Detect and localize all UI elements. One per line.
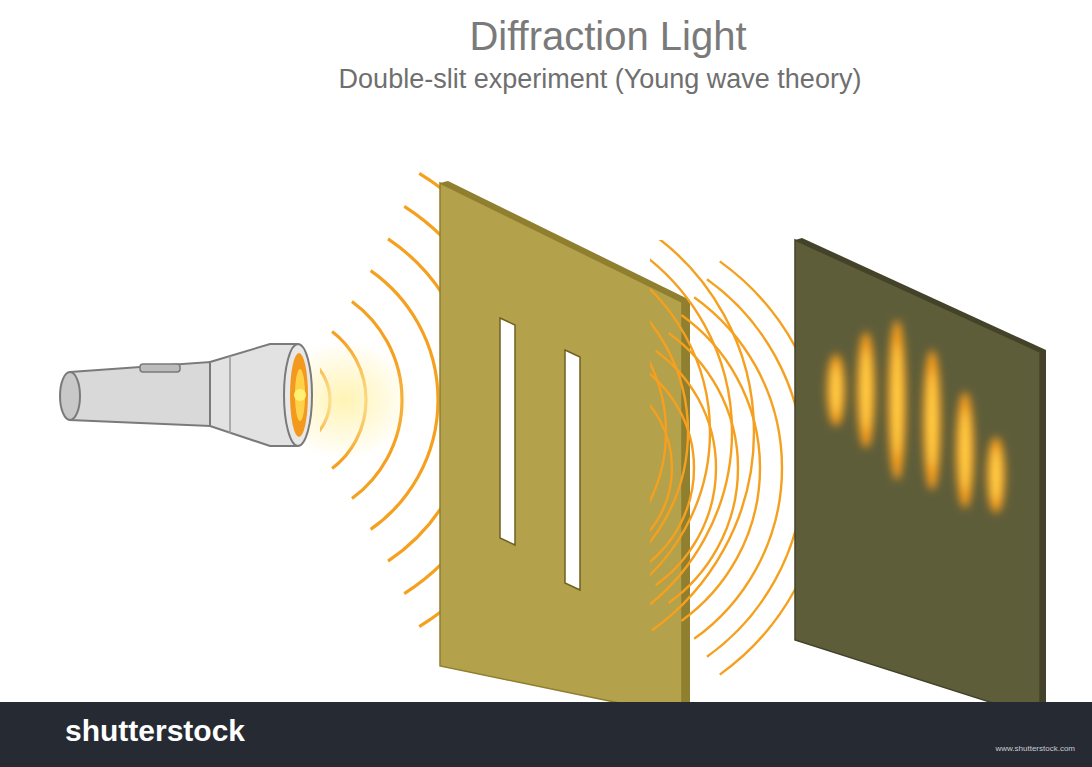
fringe [827,354,845,426]
fringe [888,320,906,480]
projection-screen [795,238,1046,718]
watermark-logo: shutterstock [65,714,245,748]
wave-front [707,279,795,656]
fringe [956,392,974,508]
title: Diffraction Light [469,14,746,59]
interference-fringes [827,320,1005,513]
wave-front [650,369,694,567]
fringe-core [862,349,870,430]
wave-front [656,351,716,585]
slit [500,318,515,545]
flashlight [60,344,312,446]
fringe-core [893,344,901,456]
wave-front [720,261,795,674]
wave-front [419,173,442,626]
light-glow [275,340,415,460]
diffracted-waves [650,240,795,675]
wave-front [650,387,672,550]
fringe-core [961,409,969,490]
wave-front [669,333,738,603]
subtitle: Double-slit experiment (Young wave theor… [339,64,862,95]
fringe-core [928,371,936,469]
footer-bar [0,702,1092,767]
slit [565,350,580,590]
fringe-core [992,448,1000,501]
watermark-url: www.shutterstock.com [995,744,1075,753]
fringe [857,332,875,448]
fringe [923,350,941,490]
fringe-core [832,365,840,415]
wave-front [681,315,760,621]
fringe [987,437,1005,513]
wave-front [694,297,782,639]
